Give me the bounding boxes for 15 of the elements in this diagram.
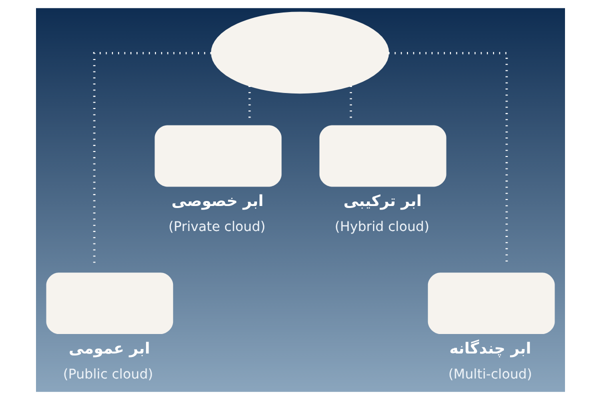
node-box [427,272,554,334]
connector [349,86,352,118]
node-label: ابر عمومی [68,339,150,358]
node-label: (Hybrid cloud) [334,220,429,236]
node-cloud [210,12,388,94]
node-label: ابر چندگانه [448,339,531,358]
node-label: (Public cloud) [62,367,153,382]
node-label: (Multi-cloud) [448,367,532,382]
node-box [154,125,282,187]
node-box [318,125,446,187]
node-box [46,272,173,334]
connector [248,86,250,118]
node-label: ابر خصوصی [171,192,264,210]
node-label: ابر ترکیبی [342,192,422,210]
node-label: (Private cloud) [168,220,265,236]
